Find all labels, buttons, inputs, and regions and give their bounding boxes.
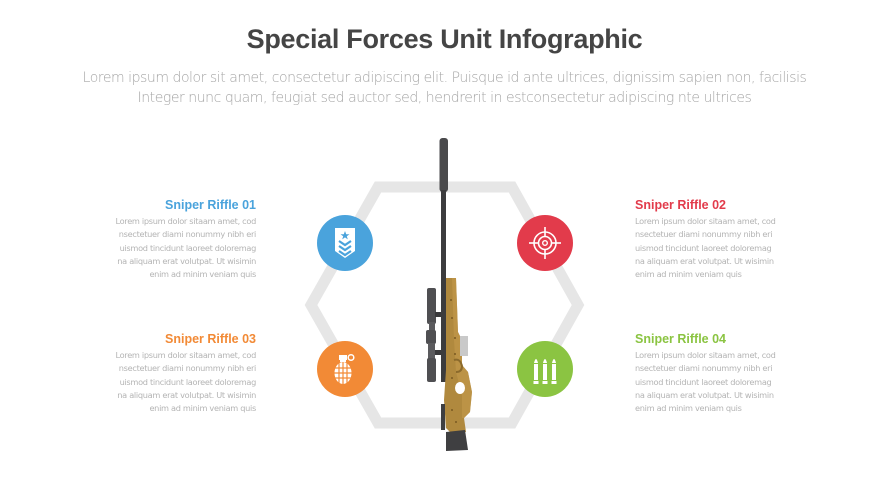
- grenade-icon: [334, 353, 355, 384]
- subtitle-line: Lorem ipsum dolor sit amet, consectetur …: [82, 70, 807, 86]
- page-subtitle: Lorem ipsum dolor sit amet, consectetur …: [0, 68, 889, 108]
- info-block-02: Sniper Riffle 02 Lorem ipsum dolor sitaa…: [635, 197, 805, 281]
- body-line: enim ad minim veniam quis: [149, 269, 256, 280]
- block-heading: Sniper Riffle 01: [165, 198, 256, 212]
- info-block-03: Sniper Riffle 03 Lorem ipsum dolor sitaa…: [86, 331, 256, 415]
- body-line: uismod tincidunt laoreet doloremag: [119, 242, 257, 253]
- body-line: enim ad minim veniam quis: [149, 403, 256, 414]
- body-line: na aliquam erat volutpat. Ut wisimin: [117, 389, 256, 400]
- page-title: Special Forces Unit Infographic: [246, 24, 643, 54]
- body-line: Lorem ipsum dolor sitaam amet, cod: [115, 350, 256, 360]
- block-body: Lorem ipsum dolor sitaam amet, cod nsect…: [86, 215, 256, 281]
- body-line: uismod tincidunt laoreet doloremag: [635, 242, 772, 253]
- crosshair-target-icon: [529, 227, 561, 259]
- hexagon-outline: [304, 181, 585, 429]
- body-line: na aliquam erat volutpat. Ut wisimin: [635, 255, 774, 266]
- body-line: nsectetuer diami nonummy nibh eri: [635, 229, 773, 240]
- body-line: nsectetuer diami nonummy nibh eri: [118, 229, 257, 240]
- body-line: nsectetuer diami nonummy nibh eri: [118, 363, 257, 374]
- body-line: uismod tincidunt laoreet doloremag: [119, 376, 257, 387]
- body-line: nsectetuer diami nonummy nibh eri: [635, 363, 773, 374]
- block-body: Lorem ipsum dolor sitaam amet, cod nsect…: [635, 215, 805, 281]
- block-heading: Sniper Riffle 03: [165, 332, 256, 346]
- icon-circle-green: [517, 341, 573, 397]
- block-heading: Sniper Riffle 02: [635, 198, 726, 212]
- body-line: enim ad minim veniam quis: [635, 403, 742, 414]
- block-body: Lorem ipsum dolor sitaam amet, cod nsect…: [86, 349, 256, 415]
- icon-circle-orange: [317, 341, 373, 397]
- body-line: na aliquam erat volutpat. Ut wisimin: [117, 255, 256, 266]
- body-line: Lorem ipsum dolor sitaam amet, cod: [635, 216, 776, 226]
- block-heading: Sniper Riffle 04: [635, 332, 726, 346]
- body-line: uismod tincidunt laoreet doloremag: [635, 376, 772, 387]
- body-line: na aliquam erat volutpat. Ut wisimin: [635, 389, 774, 400]
- block-body: Lorem ipsum dolor sitaam amet, cod nsect…: [635, 349, 805, 415]
- info-block-04: Sniper Riffle 04 Lorem ipsum dolor sitaa…: [635, 331, 805, 415]
- icon-circle-blue: [317, 215, 373, 271]
- subtitle-line: Integer nunc quam, feugiat sed auctor se…: [137, 90, 752, 106]
- military-rank-chevron-icon: [335, 228, 355, 258]
- bullets-ammo-icon: [533, 359, 557, 384]
- info-block-01: Sniper Riffle 01 Lorem ipsum dolor sitaa…: [86, 197, 256, 281]
- body-line: Lorem ipsum dolor sitaam amet, cod: [115, 216, 256, 226]
- body-line: enim ad minim veniam quis: [635, 269, 742, 280]
- icon-circle-red: [517, 215, 573, 271]
- sniper-rifle-illustration: [426, 138, 472, 451]
- body-line: Lorem ipsum dolor sitaam amet, cod: [635, 350, 776, 360]
